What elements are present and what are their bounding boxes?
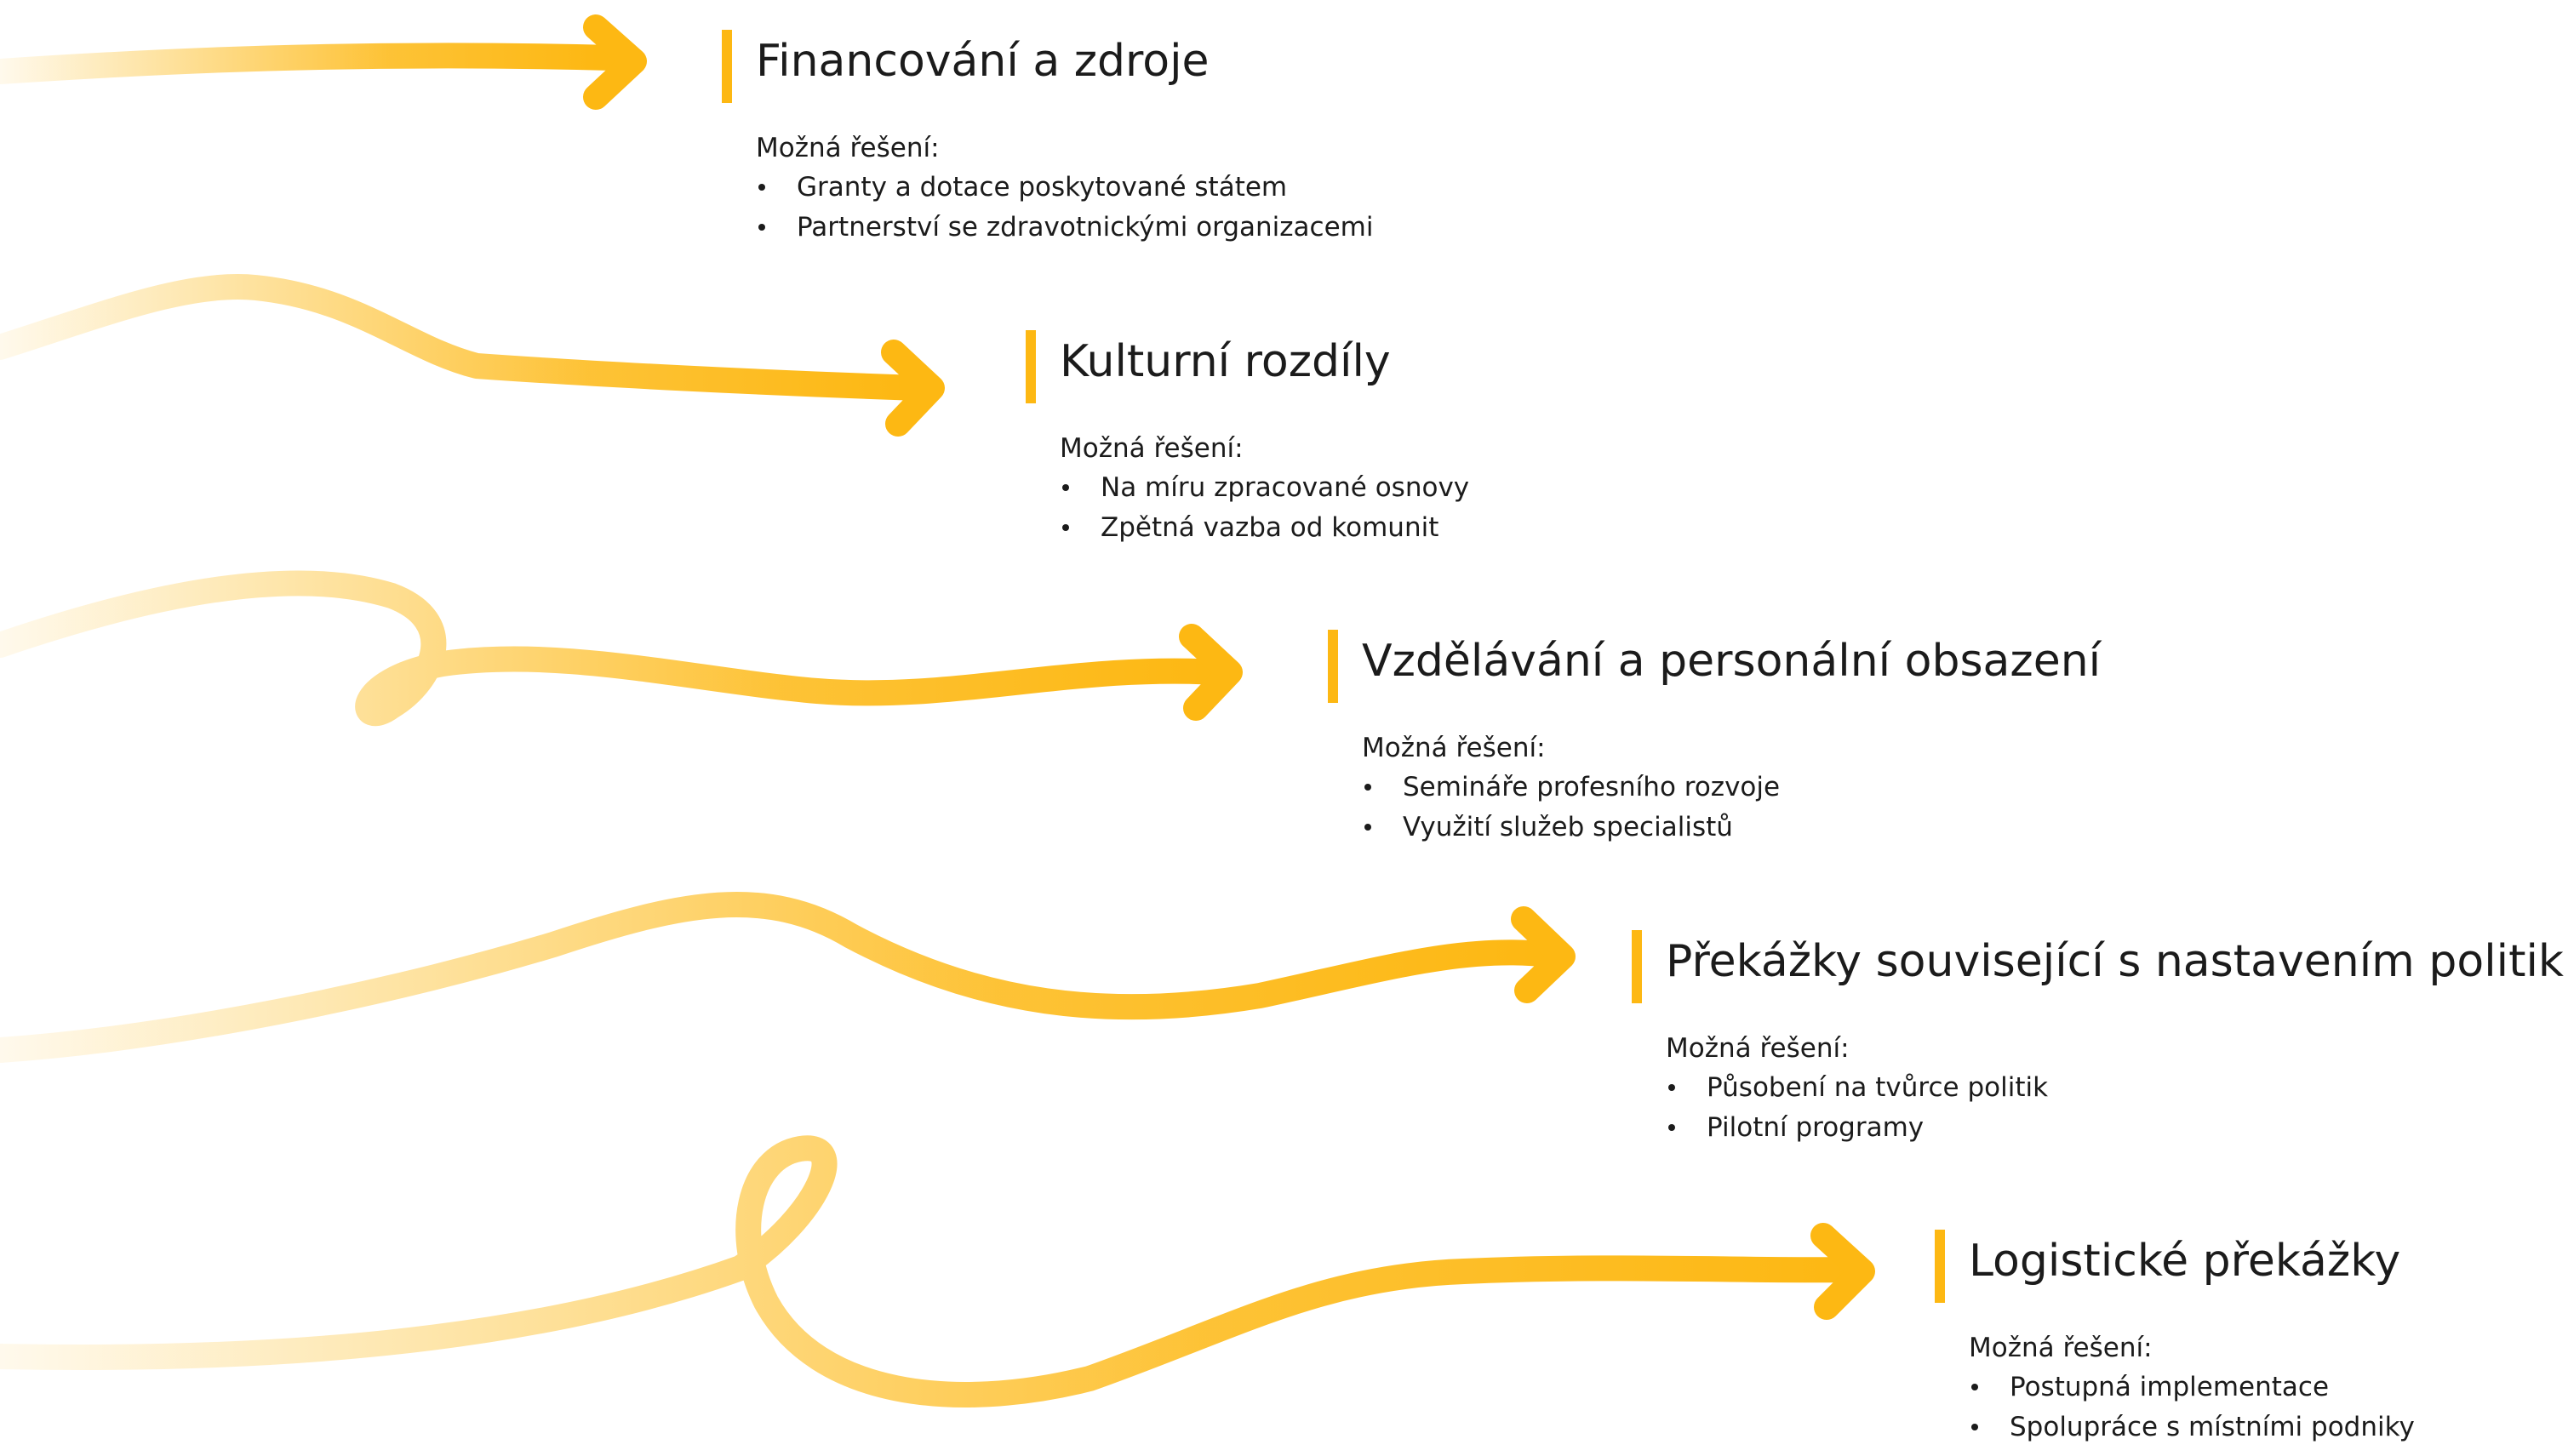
bullet-icon xyxy=(1062,484,1069,491)
bullet-icon xyxy=(1668,1084,1675,1091)
solution-item: Partnerství se zdravotnickými organizace… xyxy=(756,208,1373,248)
arrow-3 xyxy=(0,570,1230,727)
challenge-title: Překážky související s nastavením politi… xyxy=(1666,936,2565,987)
bullet-icon xyxy=(758,224,765,231)
solution-item: Využití služeb specialistů xyxy=(1362,808,1780,848)
solution-text: Partnerství se zdravotnickými organizace… xyxy=(797,212,1374,243)
solution-text: Využití služeb specialistů xyxy=(1403,812,1733,842)
accent-bar xyxy=(1935,1230,1945,1303)
solutions-label: Možná řešení: xyxy=(1666,1033,1850,1064)
accent-bar xyxy=(1328,630,1338,703)
solution-item: Pilotní programy xyxy=(1666,1108,2048,1148)
solution-item: Zpětná vazba od komunit xyxy=(1060,508,1469,548)
challenge-title: Vzdělávání a personální obsazení xyxy=(1362,636,2102,687)
solution-item: Semináře profesního rozvoje xyxy=(1362,768,1780,808)
solution-text: Zpětná vazba od komunit xyxy=(1101,512,1439,543)
arrow-1-head xyxy=(583,14,647,110)
solution-text: Pilotní programy xyxy=(1707,1112,1925,1143)
solution-text: Postupná implementace xyxy=(2010,1372,2330,1402)
solutions-list: Granty a dotace poskytované státem Partn… xyxy=(756,168,1373,248)
solution-text: Působení na tvůrce politik xyxy=(1707,1072,2049,1103)
accent-bar xyxy=(722,30,732,103)
solution-item: Granty a dotace poskytované státem xyxy=(756,168,1373,208)
bullet-icon xyxy=(1062,524,1069,531)
arrow-2 xyxy=(0,274,932,401)
arrow-5-head xyxy=(1810,1223,1875,1320)
challenge-title: Kulturní rozdíly xyxy=(1060,336,1391,387)
solutions-list: Působení na tvůrce politik Pilotní progr… xyxy=(1666,1068,2048,1148)
bullet-icon xyxy=(1668,1124,1675,1131)
solution-item: Postupná implementace xyxy=(1969,1367,2415,1407)
solution-item: Spolupráce s místními podniky xyxy=(1969,1407,2415,1447)
solution-item: Působení na tvůrce politik xyxy=(1666,1068,2048,1108)
challenge-title: Financování a zdroje xyxy=(756,36,1210,87)
accent-bar xyxy=(1026,330,1036,403)
solutions-label: Možná řešení: xyxy=(1969,1333,2153,1363)
bullet-icon xyxy=(1971,1384,1978,1390)
solutions-label: Možná řešení: xyxy=(1060,433,1244,464)
arrow-3-head xyxy=(1179,624,1243,721)
arrow-1 xyxy=(0,43,626,84)
bullet-icon xyxy=(1364,784,1371,791)
solution-text: Granty a dotace poskytované státem xyxy=(797,172,1288,203)
solutions-label: Možná řešení: xyxy=(1362,733,1546,763)
challenge-title: Logistické překážky xyxy=(1969,1236,2401,1287)
solutions-list: Postupná implementace Spolupráce s místn… xyxy=(1969,1367,2415,1447)
arrow-5 xyxy=(0,1135,1868,1407)
solution-item: Na míru zpracované osnovy xyxy=(1060,468,1469,508)
solution-text: Semináře profesního rozvoje xyxy=(1403,772,1781,802)
accent-bar xyxy=(1632,930,1642,1003)
solution-text: Spolupráce s místními podniky xyxy=(2010,1412,2415,1442)
solutions-list: Na míru zpracované osnovy Zpětná vazba o… xyxy=(1060,468,1469,548)
bullet-icon xyxy=(1971,1424,1978,1430)
bullet-icon xyxy=(1364,824,1371,831)
solutions-list: Semináře profesního rozvoje Využití služ… xyxy=(1362,768,1780,848)
solution-text: Na míru zpracované osnovy xyxy=(1101,472,1470,503)
bullet-icon xyxy=(758,184,765,191)
solutions-label: Možná řešení: xyxy=(756,133,940,163)
arrow-2-head xyxy=(881,340,945,437)
arrow-4-head xyxy=(1511,906,1576,1003)
arrow-4 xyxy=(0,892,1562,1063)
